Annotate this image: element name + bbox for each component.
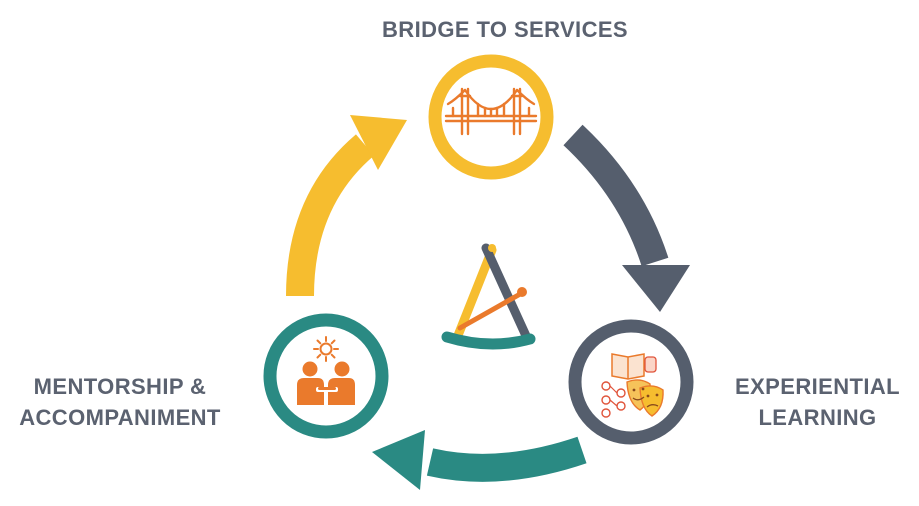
triangle-logo-icon: [441, 243, 536, 350]
mentorship-label-line1: MENTORSHIP &: [33, 374, 207, 399]
sun-icon: [313, 336, 339, 362]
node-experiential: [568, 319, 694, 445]
node-mentorship: [263, 313, 389, 439]
experiential-label-line2: LEARNING: [758, 405, 877, 430]
arrow-bridge-to-experiential: [563, 124, 690, 312]
bridge-label-text: BRIDGE TO SERVICES: [382, 17, 628, 42]
bridge-icon: [444, 87, 538, 136]
arrow-mentorship-to-bridge: [286, 115, 407, 297]
theatre-masks-icon: [601, 353, 664, 418]
node-bridge: [428, 54, 554, 180]
bridge-label: BRIDGE TO SERVICES: [320, 14, 690, 45]
mentorship-icon: [297, 336, 355, 405]
arrow-experiential-to-mentorship: [372, 430, 587, 490]
experiential-label: EXPERIENTIAL LEARNING: [725, 371, 910, 433]
mentorship-label-line2: ACCOMPANIMENT: [19, 405, 221, 430]
experiential-label-line1: EXPERIENTIAL: [735, 374, 900, 399]
mentorship-label: MENTORSHIP & ACCOMPANIMENT: [5, 371, 235, 433]
